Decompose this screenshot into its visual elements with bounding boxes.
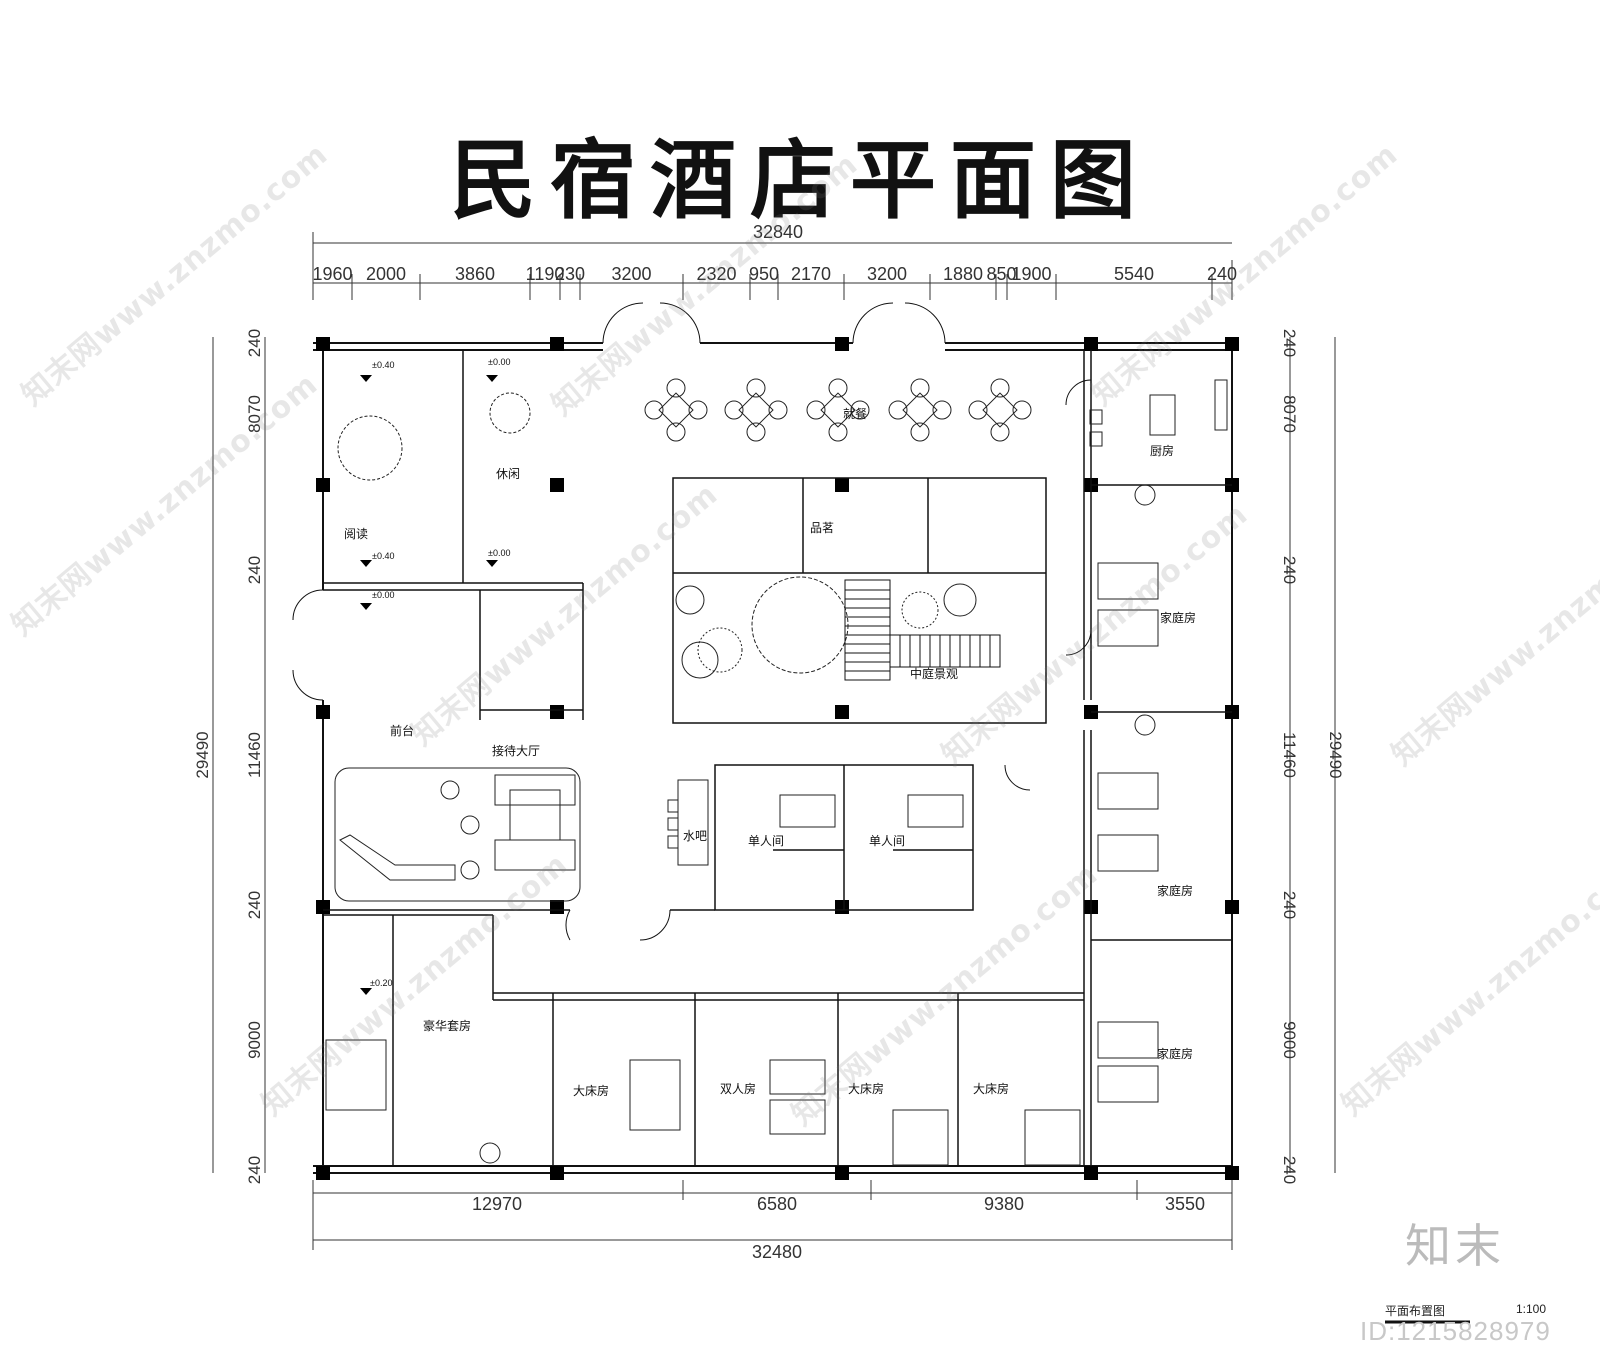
room-king-c: 大床房	[973, 1081, 1009, 1096]
bottom-dim-3: 9380	[984, 1194, 1024, 1214]
top-dim-8: 950	[749, 264, 779, 284]
level-mark-3: ±0.40	[372, 551, 394, 561]
plan-scale: 1:100	[1516, 1302, 1547, 1316]
level-mark-6: ±0.20	[370, 978, 392, 988]
room-family-a: 家庭房	[1160, 610, 1196, 625]
right-dim-1: 240	[1280, 329, 1299, 357]
right-dim-3: 240	[1280, 556, 1299, 584]
room-dining: 就餐	[843, 406, 867, 421]
top-dim-6: 3200	[611, 264, 651, 284]
room-front-desk: 前台	[390, 723, 414, 738]
top-dim-1: 1960	[312, 264, 352, 284]
left-dim-7: 240	[245, 1156, 264, 1184]
water-bar	[667, 779, 709, 866]
left-dim-5: 240	[245, 891, 264, 919]
right-segment-dims: 240 8070 240 11460 240 9000 240	[1280, 329, 1299, 1184]
top-dim-9: 2170	[791, 264, 831, 284]
top-dim-10: 3200	[867, 264, 907, 284]
beds	[325, 562, 1159, 1166]
left-dim-4: 11460	[245, 732, 264, 778]
side-dimension-lines	[212, 337, 1336, 1173]
step-lines	[845, 589, 991, 672]
courtyard-trees	[337, 392, 1156, 1164]
room-tea: 品茗	[810, 521, 834, 535]
left-dim-1: 240	[245, 329, 264, 357]
lobby-lounge	[334, 767, 581, 902]
room-single-b: 单人间	[869, 834, 905, 848]
interior-walls	[323, 350, 1232, 1166]
plan-label: 平面布置图	[1385, 1304, 1446, 1318]
level-mark-5: ±0.00	[372, 590, 394, 600]
level-mark-2: ±0.00	[488, 357, 510, 367]
level-marks	[360, 375, 498, 995]
room-king-b: 大床房	[848, 1081, 884, 1096]
room-king-a: 大床房	[573, 1083, 609, 1098]
left-dim-6: 9000	[245, 1021, 264, 1059]
room-twin: 双人房	[720, 1081, 756, 1096]
bottom-dimension-lines	[312, 1180, 1233, 1250]
outer-walls	[313, 342, 1233, 1174]
top-dim-7: 2320	[696, 264, 736, 284]
brand-logo: 知末	[1405, 1219, 1505, 1273]
top-dim-3: 3860	[455, 264, 495, 284]
room-water-bar: 水吧	[683, 829, 707, 843]
top-dim-5: 230	[555, 264, 585, 284]
top-total-dim: 32840	[753, 222, 803, 242]
bottom-dim-4: 3550	[1165, 1194, 1205, 1214]
right-dim-2: 8070	[1280, 395, 1299, 433]
room-leisure: 休闲	[496, 467, 520, 481]
right-dim-7: 240	[1280, 1156, 1299, 1184]
bottom-dim-2: 6580	[757, 1194, 797, 1214]
kitchen-fixtures	[1089, 379, 1228, 447]
room-courtyard: 中庭景观	[910, 666, 958, 681]
room-single-a: 单人间	[748, 834, 784, 848]
left-dim-2: 8070	[245, 395, 264, 433]
level-mark-1: ±0.40	[372, 360, 394, 370]
top-dimension-lines	[312, 232, 1233, 300]
top-dim-12: 850	[986, 264, 1016, 284]
right-total-dim: 29490	[1326, 731, 1345, 778]
top-dim-15: 240	[1207, 264, 1237, 284]
right-dim-4: 11460	[1280, 732, 1299, 778]
right-dim-6: 9000	[1280, 1021, 1299, 1059]
bottom-dim-1: 12970	[472, 1194, 522, 1214]
room-lobby: 接待大厅	[492, 743, 540, 758]
top-dim-2: 2000	[366, 264, 406, 284]
left-dim-3: 240	[245, 556, 264, 584]
structural-columns	[316, 337, 1239, 1180]
room-family-c: 家庭房	[1157, 1046, 1193, 1061]
courtyard-steps	[844, 579, 1001, 681]
left-segment-dims: 240 8070 240 11460 240 9000 240	[245, 329, 264, 1184]
left-total-dim: 29490	[193, 731, 212, 778]
drawing-title: 民宿酒店平面图	[450, 130, 1150, 231]
top-dim-4: 1190	[526, 264, 565, 284]
image-id: ID:1215828979	[1360, 1316, 1551, 1346]
top-dim-11: 1880	[943, 264, 983, 284]
level-mark-4: ±0.00	[488, 548, 510, 558]
doors	[292, 302, 1092, 941]
dining-tables	[644, 378, 1032, 442]
top-dim-13: 1900	[1011, 264, 1051, 284]
room-kitchen: 厨房	[1150, 443, 1174, 458]
bottom-total-dim: 32480	[752, 1242, 802, 1262]
room-luxury-suite: 豪华套房	[423, 1018, 471, 1033]
room-reading: 阅读	[344, 527, 368, 541]
room-family-b: 家庭房	[1157, 883, 1193, 898]
right-dim-5: 240	[1280, 891, 1299, 919]
top-dim-14: 5540	[1114, 264, 1154, 284]
